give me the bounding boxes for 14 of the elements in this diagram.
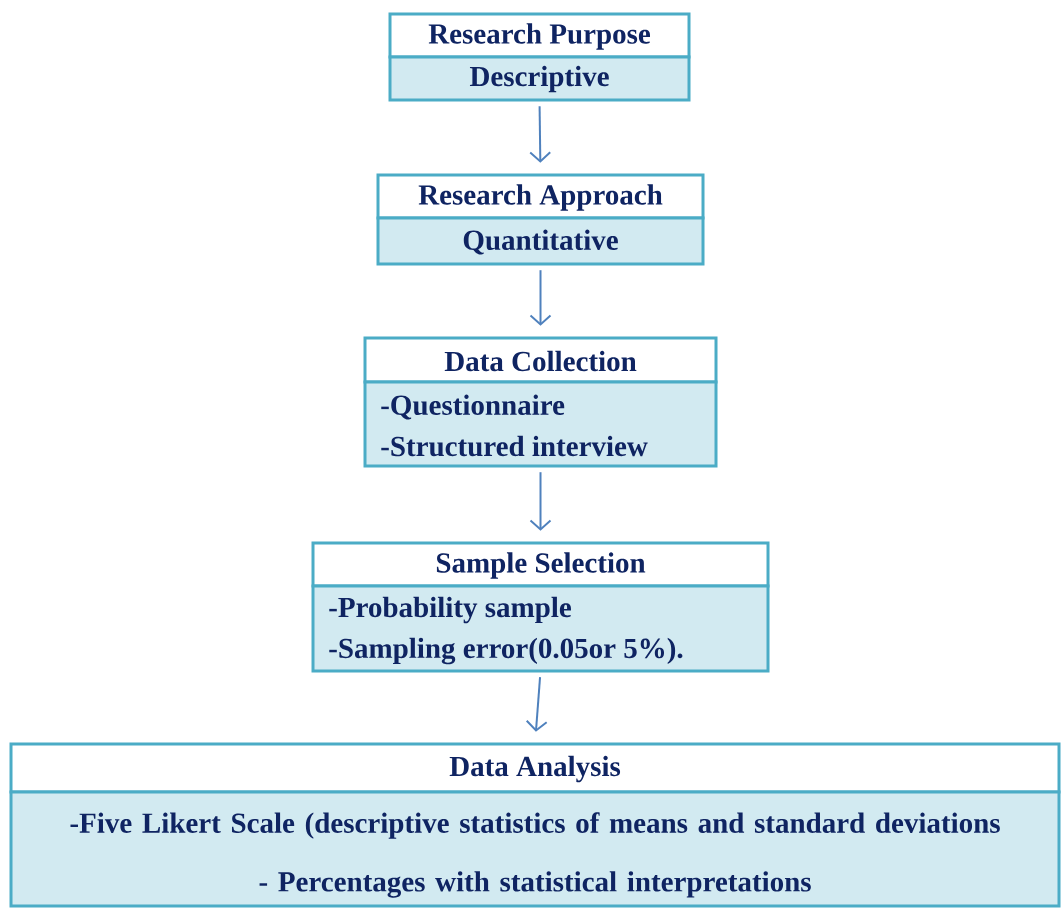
stage-box: Data Collection -Questionnaire -Structured interview — [363, 336, 718, 468]
stage-box: Data Analysis -Five Likert Scale (descriptive statistics of means and standard deviations - Percentages with statistical interpretations — [9, 742, 1061, 908]
arrow — [529, 471, 552, 531]
stage-box: Research Approach Quantitative — [376, 173, 705, 266]
node-label: Data Collection — [444, 350, 637, 372]
node-label: Research Approach — [418, 184, 663, 211]
node-label: Sample Selection — [436, 552, 646, 579]
node-label: Data Analysis — [449, 755, 621, 783]
node-label: Descriptive — [469, 65, 609, 93]
stage-box: Sample Selection -Probability sample -Sampling error(0.05or 5%). — [311, 541, 770, 673]
arrow — [525, 676, 548, 732]
stage-box: Research Purpose Descriptive — [388, 12, 691, 102]
arrow — [529, 105, 552, 163]
arrow — [529, 269, 552, 326]
